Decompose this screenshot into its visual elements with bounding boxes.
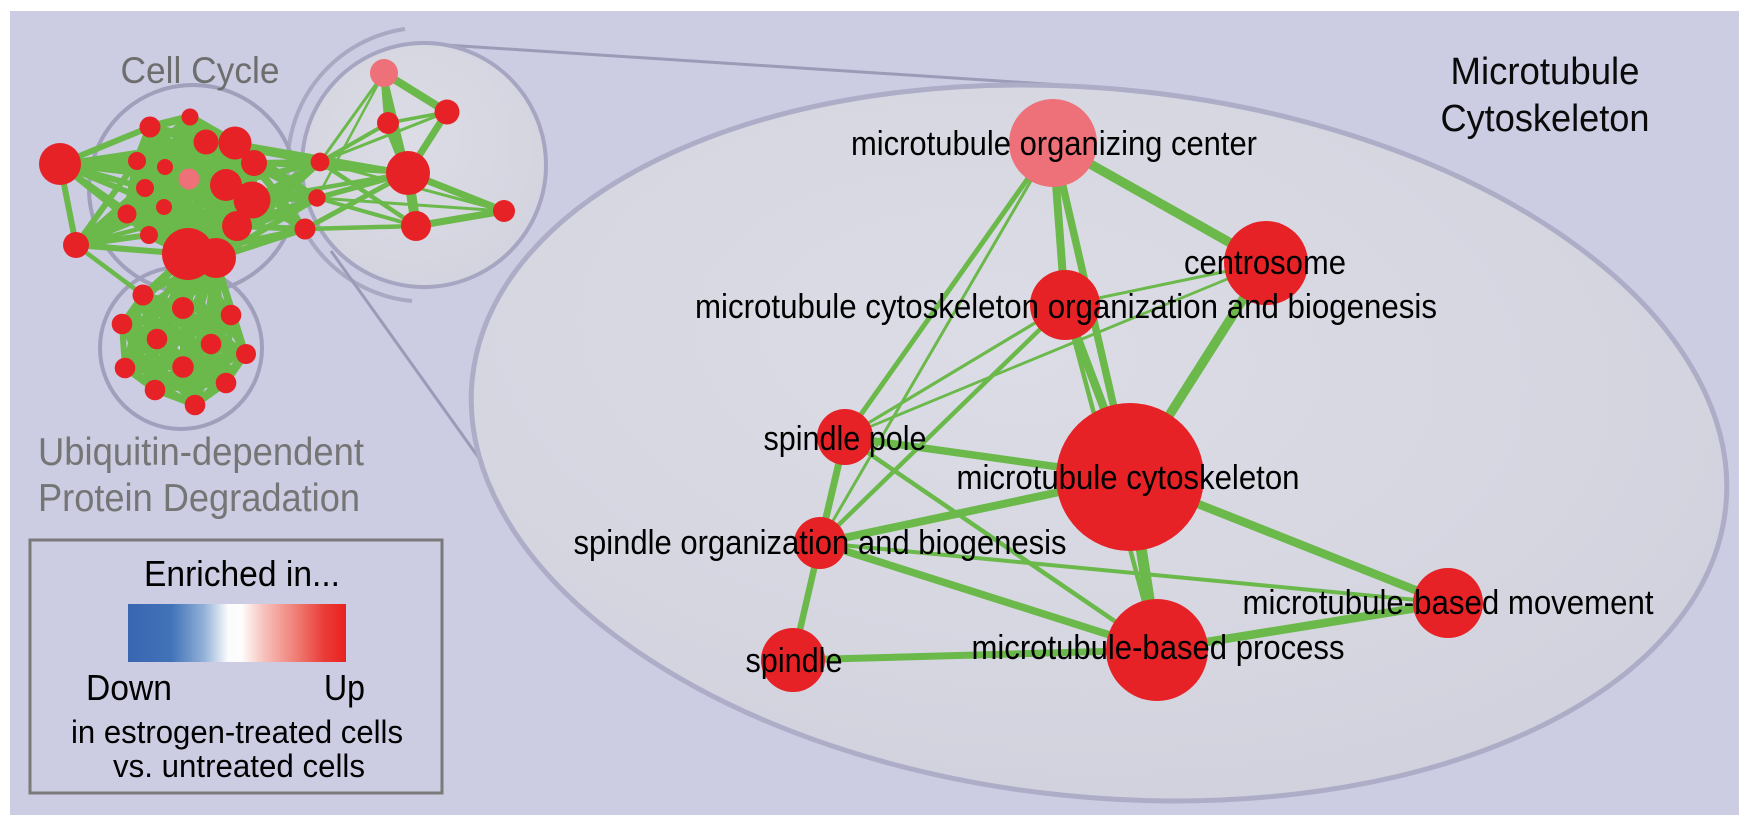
svg-text:spindle: spindle [746,642,843,680]
svg-text:Cytoskeleton: Cytoskeleton [1441,98,1650,140]
svg-text:Down: Down [86,667,172,708]
svg-text:vs. untreated cells: vs. untreated cells [113,748,365,784]
svg-text:microtubule organizing center: microtubule organizing center [851,125,1257,163]
svg-text:Enriched in...: Enriched in... [144,553,340,594]
svg-text:centrosome: centrosome [1184,244,1346,282]
svg-text:spindle pole: spindle pole [764,420,927,458]
svg-text:Ubiquitin-dependent: Ubiquitin-dependent [38,431,364,474]
svg-text:microtubule-based process: microtubule-based process [972,629,1345,667]
svg-text:microtubule cytoskeleton: microtubule cytoskeleton [957,459,1300,497]
svg-text:microtubule-based movement: microtubule-based movement [1243,584,1654,622]
svg-text:Cell Cycle: Cell Cycle [121,50,280,91]
svg-text:Microtubule: Microtubule [1451,51,1640,93]
svg-text:Up: Up [324,667,365,708]
svg-text:Protein Degradation: Protein Degradation [38,477,360,520]
svg-text:spindle organization and bioge: spindle organization and biogenesis [574,524,1067,562]
svg-text:microtubule cytoskeleton organ: microtubule cytoskeleton organization an… [695,288,1437,326]
svg-text:in estrogen-treated cells: in estrogen-treated cells [71,714,403,750]
